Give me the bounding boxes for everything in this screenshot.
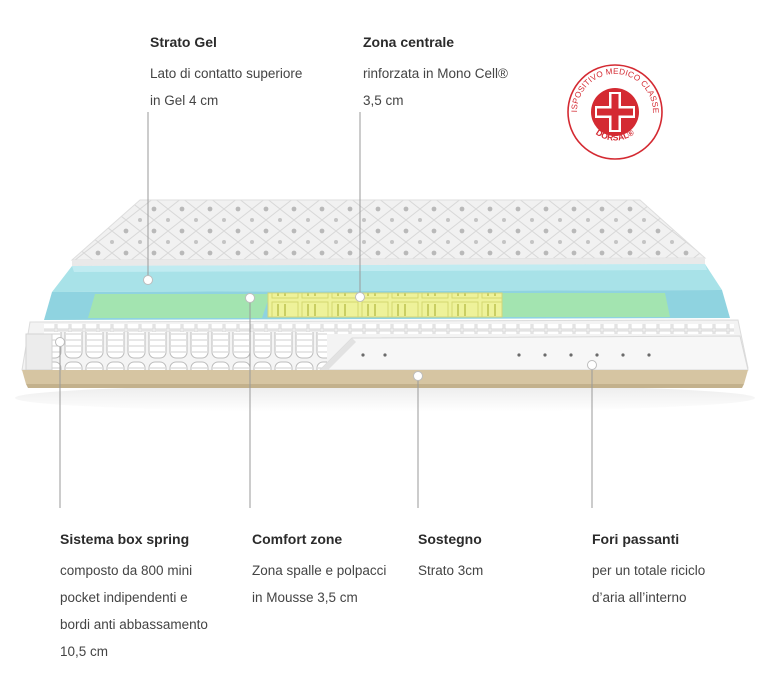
label-strato-gel: Strato Gel Lato di contatto superiore in… [150,33,302,114]
label-title: Fori passanti [592,531,680,547]
label-title: Zona centrale [363,34,455,50]
label-title: Sistema box spring [60,531,190,547]
label-desc: d’aria all’interno [592,590,687,605]
label-title: Strato Gel [150,34,217,50]
label-desc: per un totale riciclo [592,563,706,578]
label-desc: Lato di contatto superiore [150,66,303,81]
label-desc: pocket indipendenti e [60,590,188,605]
label-sistema-box-spring: Sistema box spring composto da 800 mini … [60,530,208,665]
label-desc: in Gel 4 cm [150,93,219,108]
label-desc: in Mousse 3,5 cm [252,590,358,605]
badge-brand: DORSAL® [594,127,636,143]
cross-icon [595,92,635,132]
medical-device-badge: DISPOSITIVO MEDICO CLASSE I DORSAL® [565,62,663,160]
label-desc: composto da 800 mini [60,563,193,578]
label-desc: bordi anti abbassamento [60,617,208,632]
label-desc: rinforzata in Mono Cell® [363,66,509,81]
label-desc: Strato 3cm [418,563,484,578]
label-desc: 10,5 cm [60,644,109,659]
label-sostegno: Sostegno Strato 3cm [418,530,483,584]
label-comfort-zone: Comfort zone Zona spalle e polpacci in M… [252,530,386,611]
label-desc: 3,5 cm [363,93,404,108]
label-desc: Zona spalle e polpacci [252,563,387,578]
label-zona-centrale: Zona centrale rinforzata in Mono Cell® 3… [363,33,508,114]
label-fori-passanti: Fori passanti per un totale riciclo d’ar… [592,530,705,611]
label-title: Comfort zone [252,531,343,547]
label-title: Sostegno [418,531,482,547]
